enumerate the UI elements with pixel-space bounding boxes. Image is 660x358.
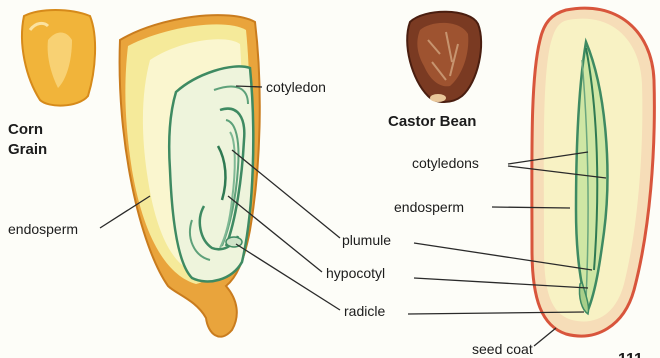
corn-kernel-small (22, 10, 95, 106)
label-plumule: plumule (342, 232, 391, 248)
corn-label-cotyledon: cotyledon (266, 79, 326, 95)
castor-label-seed-coat: seed coat (472, 341, 533, 357)
castor-bean-section (532, 8, 655, 336)
corn-grain-section (120, 15, 260, 337)
corn-title-line1: Corn (8, 121, 43, 138)
castor-label-cotyledons: cotyledons (412, 155, 479, 171)
corn-title-line2: Grain (8, 141, 47, 158)
castor-label-endosperm: endosperm (394, 199, 464, 215)
label-hypocotyl: hypocotyl (326, 265, 385, 281)
page-number: 111 (618, 351, 643, 358)
castor-bean-small (407, 12, 481, 102)
corn-label-endosperm: endosperm (8, 221, 78, 237)
label-radicle: radicle (344, 303, 385, 319)
castor-title: Castor Bean (388, 113, 476, 130)
